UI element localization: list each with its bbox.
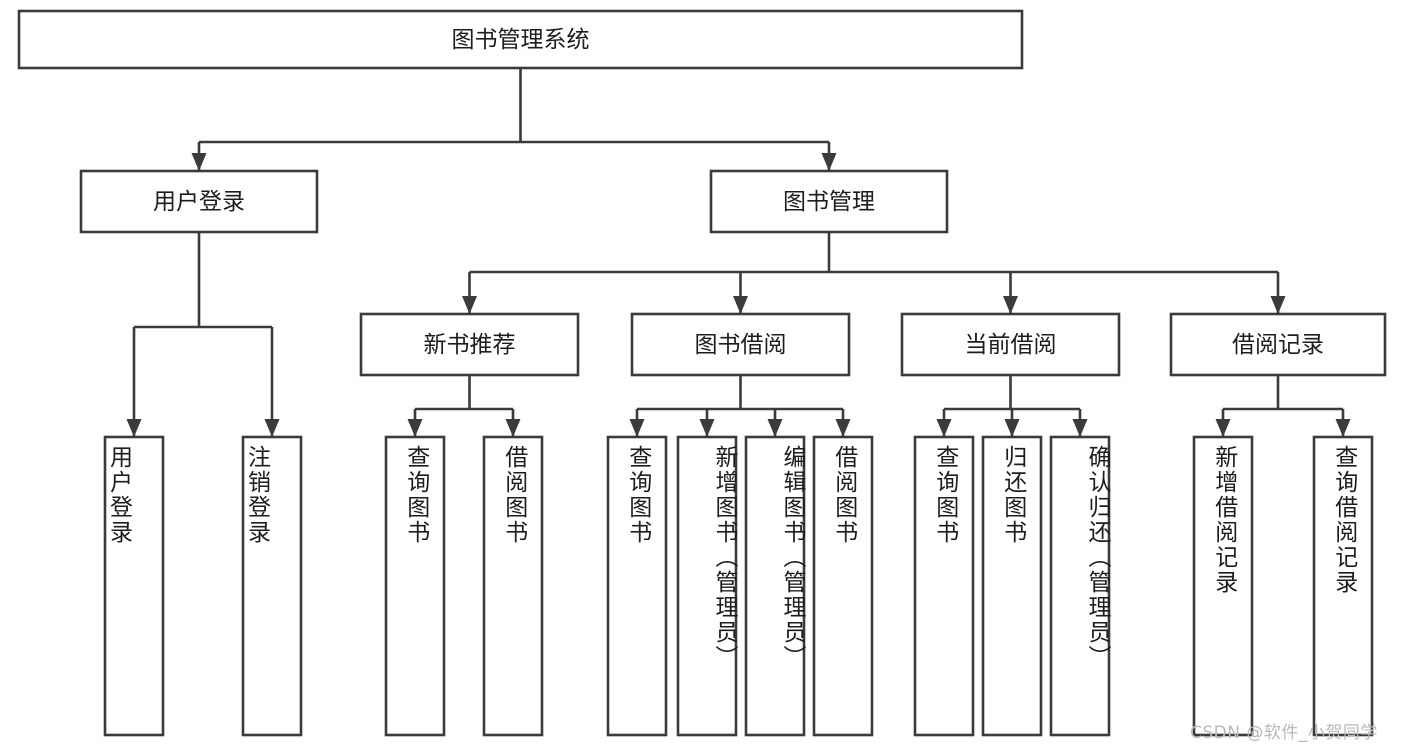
arrow-head [505,419,521,437]
node-box-query-book-2[interactable] [606,435,668,737]
node-box-return-book[interactable] [981,435,1043,737]
node-box-borrow-book-1[interactable] [482,435,544,737]
node-box-query-book-3[interactable] [913,435,975,737]
node-box-root[interactable] [17,9,1024,70]
node-label-book-borrow: 图书借阅 [695,332,787,358]
node-box-query-borrow-record[interactable] [1312,435,1374,737]
arrow-head [1215,419,1231,437]
node-box-add-borrow-record[interactable] [1192,435,1254,737]
arrow-head [1072,419,1088,437]
node-label-current-borrow: 当前借阅 [965,332,1057,358]
node-box-current-borrow[interactable] [900,312,1121,377]
arrow-head [1004,419,1020,437]
arrow-head [835,419,851,437]
node-label-root: 图书管理系统 [452,27,590,53]
node-box-user-logout[interactable] [241,435,303,737]
node-box-book-borrow[interactable] [630,312,851,377]
node-box-edit-book-admin[interactable] [744,435,806,737]
arrow-head [699,419,715,437]
arrow-head [264,419,280,437]
arrow-head [191,153,207,171]
node-label-book-manage: 图书管理 [783,189,875,215]
node-label-borrow-record: 借阅记录 [1232,332,1324,358]
boxes-layer [17,9,1387,737]
node-label-user-login: 用户登录 [153,189,245,215]
arrow-head [1003,296,1018,314]
node-box-confirm-return-admin[interactable] [1049,435,1111,737]
csdn-watermark: CSDN @软件_小贺同学 [1190,723,1378,743]
node-box-user-login-do[interactable] [103,435,165,737]
node-box-add-book-admin[interactable] [676,435,738,737]
arrow-head [767,419,783,437]
arrow-head [126,419,142,437]
connectors-layer [126,68,1351,437]
arrow-head [1270,296,1286,314]
arrow-head [733,296,748,314]
node-box-borrow-book-2[interactable] [812,435,874,737]
arrow-head [936,419,952,437]
node-box-book-manage[interactable] [709,169,949,234]
arrow-head [1335,419,1351,437]
arrow-head [821,153,837,171]
node-box-user-login[interactable] [79,169,319,234]
node-box-borrow-record[interactable] [1169,312,1387,377]
node-box-new-book-rec[interactable] [359,312,580,377]
arrow-head [462,296,477,314]
arrow-head [407,419,423,437]
node-label-new-book-rec: 新书推荐 [424,332,516,358]
arrow-head [629,419,645,437]
node-box-query-book-1[interactable] [384,435,446,737]
